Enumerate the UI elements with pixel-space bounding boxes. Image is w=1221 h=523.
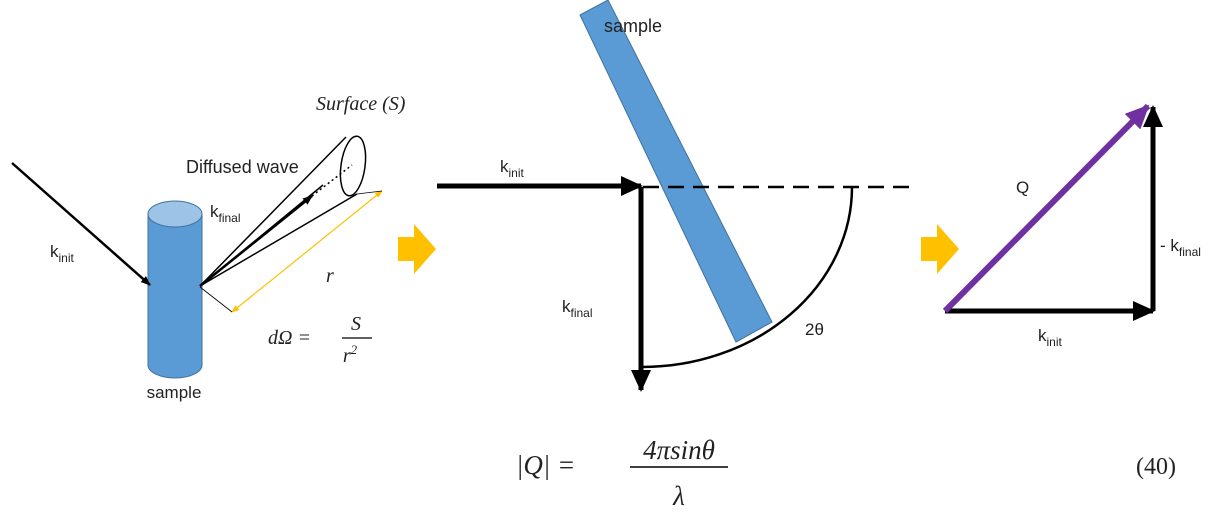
svg-text:r2: r2	[343, 342, 358, 367]
sample-bar	[579, 0, 773, 343]
cylinder-sample	[147, 200, 203, 379]
panel-geometry: sample kinit kfinal 2θ	[437, 0, 912, 392]
k-init-incoming-arrow	[11, 162, 151, 286]
angle-label: 2θ	[805, 320, 824, 339]
panel-vectors: kinit - kfinal Q	[942, 103, 1201, 349]
neg-k-final-label: - kfinal	[1160, 236, 1201, 259]
k-init-label: kinit	[50, 242, 75, 265]
k-final-label-2: kfinal	[562, 297, 593, 320]
equation-denominator: λ	[672, 481, 685, 511]
angle-arc	[640, 186, 854, 369]
solid-angle-formula: dΩ = S r2	[268, 313, 372, 367]
k-init-label-2: kinit	[500, 157, 525, 180]
r-label: r	[326, 265, 334, 287]
equation-number: (40)	[1136, 454, 1176, 480]
r-distance-line	[231, 190, 383, 313]
surface-ellipse	[339, 135, 367, 197]
right-arrow-icon	[398, 224, 436, 274]
panel-diffusion: Surface (S) Diffused wave kfinal kinit r…	[11, 93, 406, 402]
equation-numerator: 4πsinθ	[643, 435, 715, 465]
q-label: Q	[1016, 178, 1029, 197]
surface-label: Surface (S)	[316, 93, 406, 115]
cylinder-top	[147, 200, 203, 228]
diffused-wave-label: Diffused wave	[186, 157, 299, 177]
right-arrow-icon	[921, 224, 959, 274]
svg-text:dΩ =: dΩ =	[268, 327, 311, 349]
k-init-label-3: kinit	[1038, 326, 1063, 349]
svg-text:S: S	[351, 313, 361, 335]
sample-label-2: sample	[604, 16, 662, 36]
q-vector	[942, 103, 1151, 314]
cylinder-body	[147, 213, 203, 379]
sample-label-1: sample	[147, 383, 202, 402]
scattering-vector-equation: |Q| = 4πsinθ λ (40)	[516, 435, 1176, 511]
equation-lhs: |Q| =	[516, 450, 575, 480]
k-final-label: kfinal	[210, 202, 241, 225]
